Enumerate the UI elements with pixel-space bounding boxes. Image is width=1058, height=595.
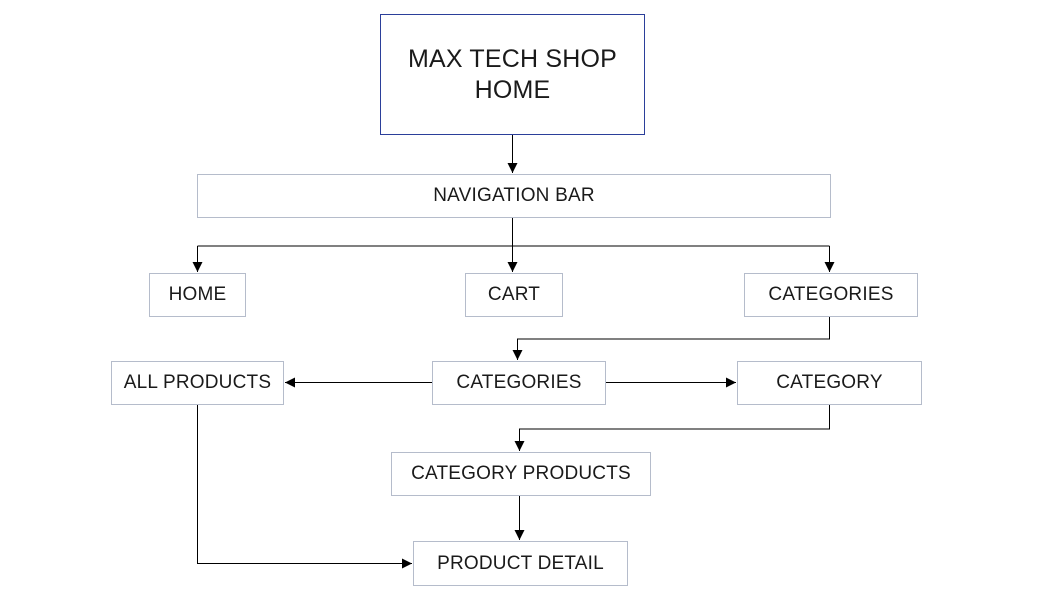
category-node: CATEGORY [737, 361, 922, 405]
category-products-label: CATEGORY PRODUCTS [411, 463, 631, 484]
home-node: HOME [149, 273, 246, 317]
navigation-bar-node: NAVIGATION BAR [197, 174, 831, 218]
home-root-subtitle: HOME [474, 75, 551, 104]
edge-categories-top-to-categories [512, 316, 830, 360]
categories-top-node: CATEGORIES [744, 273, 918, 317]
edge-category-to-category-products [514, 404, 830, 451]
categories-label: CATEGORIES [456, 372, 582, 393]
all-products-node: ALL PRODUCTS [111, 361, 284, 405]
navigation-bar-label: NAVIGATION BAR [433, 185, 595, 206]
home-root-node: MAX TECH SHOP HOME [380, 14, 645, 135]
category-products-node: CATEGORY PRODUCTS [391, 452, 651, 496]
home-root-title: MAX TECH SHOP [407, 44, 618, 73]
product-detail-label: PRODUCT DETAIL [437, 552, 604, 574]
categories-node: CATEGORIES [432, 361, 606, 405]
home-label: HOME [168, 284, 227, 305]
cart-node: CART [465, 273, 563, 317]
categories-top-label: CATEGORIES [768, 284, 894, 305]
all-products-label: ALL PRODUCTS [123, 372, 272, 393]
product-detail-node: PRODUCT DETAIL [413, 541, 628, 586]
category-label: CATEGORY [776, 372, 883, 393]
edge-navigation-bar-bus [197, 217, 830, 247]
edge-all-products-to-product-detail [197, 404, 412, 569]
cart-label: CART [487, 284, 541, 305]
